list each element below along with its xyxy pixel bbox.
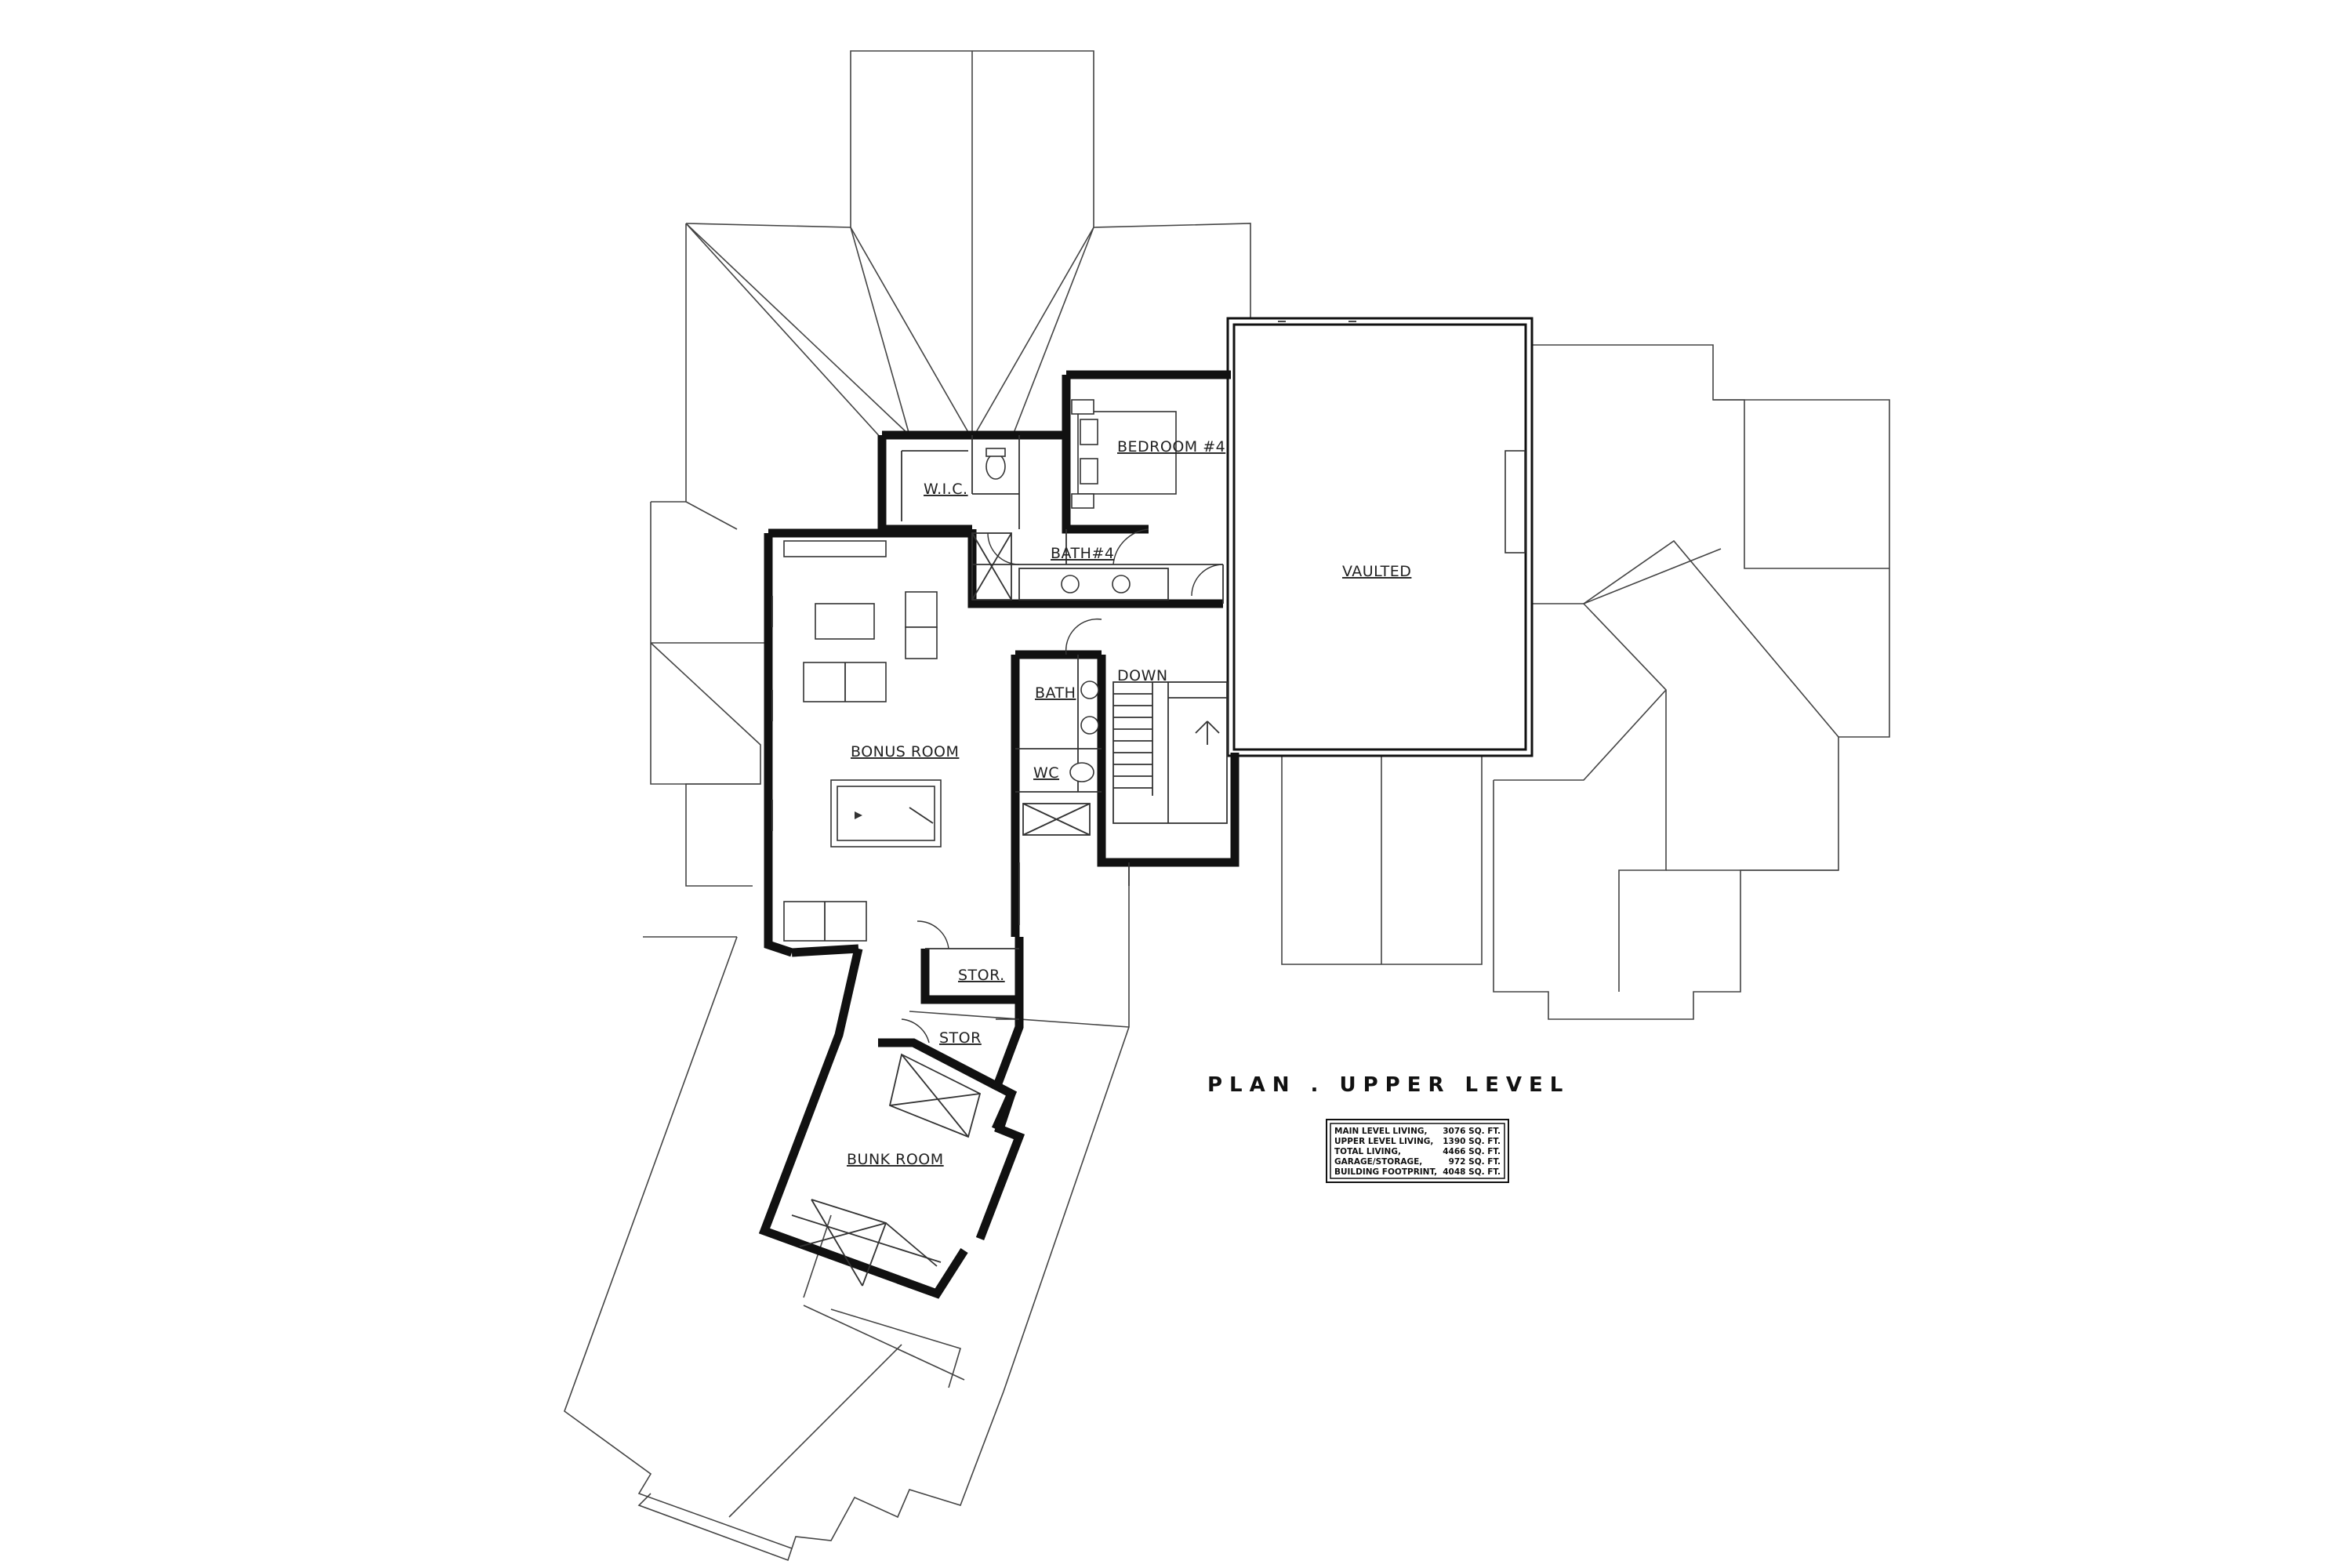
label-down: DOWN (1117, 667, 1168, 684)
sq-row-label: BUILDING FOOTPRINT, (1334, 1167, 1437, 1177)
label-bunk-room: BUNK ROOM (847, 1151, 944, 1168)
sq-row-label: MAIN LEVEL LIVING, (1334, 1127, 1427, 1136)
label-vaulted: VAULTED (1342, 563, 1411, 580)
plan-title: PLAN . UPPER LEVEL (1207, 1073, 1570, 1097)
label-wc: WC (1033, 764, 1059, 782)
windows (771, 321, 1526, 925)
doors (901, 528, 1224, 1044)
label-wic: W.I.C. (924, 481, 968, 498)
square-footage-table: MAIN LEVEL LIVING, 3076 SQ. FT. UPPER LEVE… (1326, 1119, 1509, 1183)
roof-outline (564, 50, 1890, 1562)
square-footage-rows: MAIN LEVEL LIVING, 3076 SQ. FT. UPPER LEVE… (1334, 1127, 1501, 1177)
sq-row-value: 4466 SQ. FT. (1443, 1147, 1501, 1156)
label-stor-1: STOR. (958, 967, 1005, 984)
label-bath: BATH (1035, 684, 1076, 702)
label-bath4: BATH#4 (1051, 545, 1114, 562)
room-labels: BEDROOM #4 W.I.C. BATH#4 VAULTED BONUS R… (847, 438, 1411, 1168)
partitions (925, 435, 1228, 949)
sq-row-label: TOTAL LIVING, (1334, 1147, 1401, 1156)
furniture (783, 399, 1177, 1287)
sq-row-label: UPPER LEVEL LIVING, (1334, 1137, 1433, 1146)
sq-row-value: 972 SQ. FT. (1449, 1157, 1501, 1167)
label-bedroom4: BEDROOM #4 (1117, 438, 1225, 456)
sq-row-value: 1390 SQ. FT. (1443, 1137, 1501, 1146)
sq-row-value: 4048 SQ. FT. (1443, 1167, 1501, 1177)
label-stor-2: STOR (939, 1029, 982, 1047)
label-bonus-room: BONUS ROOM (851, 743, 959, 760)
sq-row-label: GARAGE/STORAGE, (1334, 1157, 1422, 1167)
sq-row-value: 3076 SQ. FT. (1443, 1127, 1501, 1136)
walls (758, 317, 1534, 1299)
